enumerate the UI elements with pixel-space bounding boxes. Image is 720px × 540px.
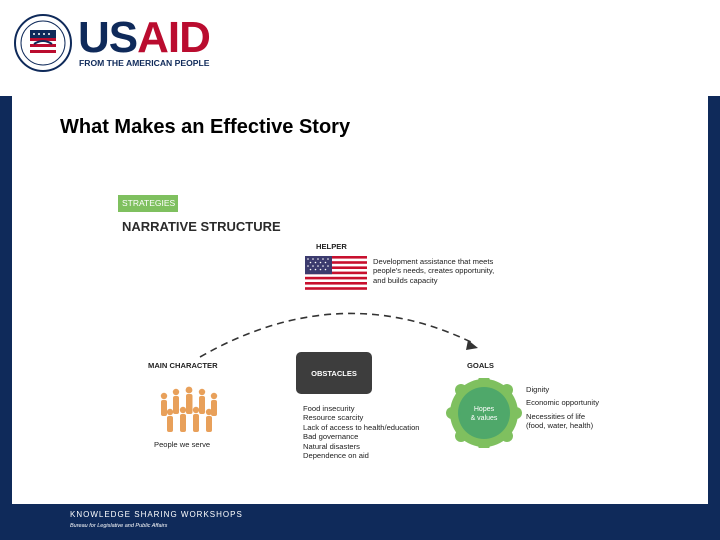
helper-desc-line: and builds capacity [373, 275, 438, 285]
strategies-badge: STRATEGIES [118, 195, 178, 212]
footer-subtitle: Bureau for Legislative and Public Affair… [70, 523, 168, 529]
helper-description: Development assistance that meets people… [373, 257, 513, 285]
obstacles-list: Food insecurity Resource scarcity Lack o… [303, 404, 443, 460]
obstacle-item: Food insecurity [303, 404, 355, 413]
goal-item: Dignity [526, 385, 550, 394]
narrative-structure-heading: NARRATIVE STRUCTURE [122, 219, 281, 234]
people-group-icon [160, 386, 218, 432]
hopes-values-badge-icon [446, 378, 522, 448]
main-character-label: MAIN CHARACTER [148, 361, 218, 370]
footer-bar [0, 504, 720, 540]
usaid-wordmark: USAID [78, 13, 211, 62]
us-flag-icon [305, 256, 367, 290]
goals-list: Dignity Economic opportunity Necessities… [526, 385, 636, 435]
obstacle-item: Bad governance [303, 432, 359, 442]
narrative-arc-arrow [199, 312, 478, 358]
obstacles-box [296, 352, 372, 394]
helper-desc-line: Development assistance that meets [373, 257, 494, 266]
obstacle-item: Resource scarcity [303, 413, 364, 423]
usaid-seal-icon [14, 14, 72, 72]
slide-title: What Makes an Effective Story [60, 116, 351, 138]
obstacle-item: Lack of access to health/education [303, 422, 420, 432]
left-accent-bar [0, 96, 12, 504]
main-character-caption: People we serve [154, 440, 211, 449]
obstacle-item: Dependence on aid [303, 451, 369, 461]
obstacles-label: OBSTACLES [311, 369, 357, 378]
footer-title: KNOWLEDGE SHARING WORKSHOPS [70, 510, 243, 519]
helper-desc-line: people's needs, creates opportunity, [373, 266, 495, 276]
wordmark-aid: AID [137, 13, 211, 62]
wordmark-us: US [78, 13, 138, 62]
right-accent-bar [708, 96, 720, 504]
goal-item: Necessities of life [526, 411, 586, 421]
logo-tagline: FROM THE AMERICAN PEOPLE [79, 58, 210, 68]
obstacle-item: Natural disasters [303, 441, 360, 451]
helper-label: HELPER [316, 242, 347, 251]
goal-item: (food, water, health) [526, 421, 594, 431]
goals-label: GOALS [467, 361, 495, 370]
values-line: & values [470, 415, 498, 422]
goal-item: Economic opportunity [526, 398, 600, 408]
hopes-line: Hopes [473, 406, 495, 413]
hopes-values-text: Hopes & values [462, 405, 506, 423]
